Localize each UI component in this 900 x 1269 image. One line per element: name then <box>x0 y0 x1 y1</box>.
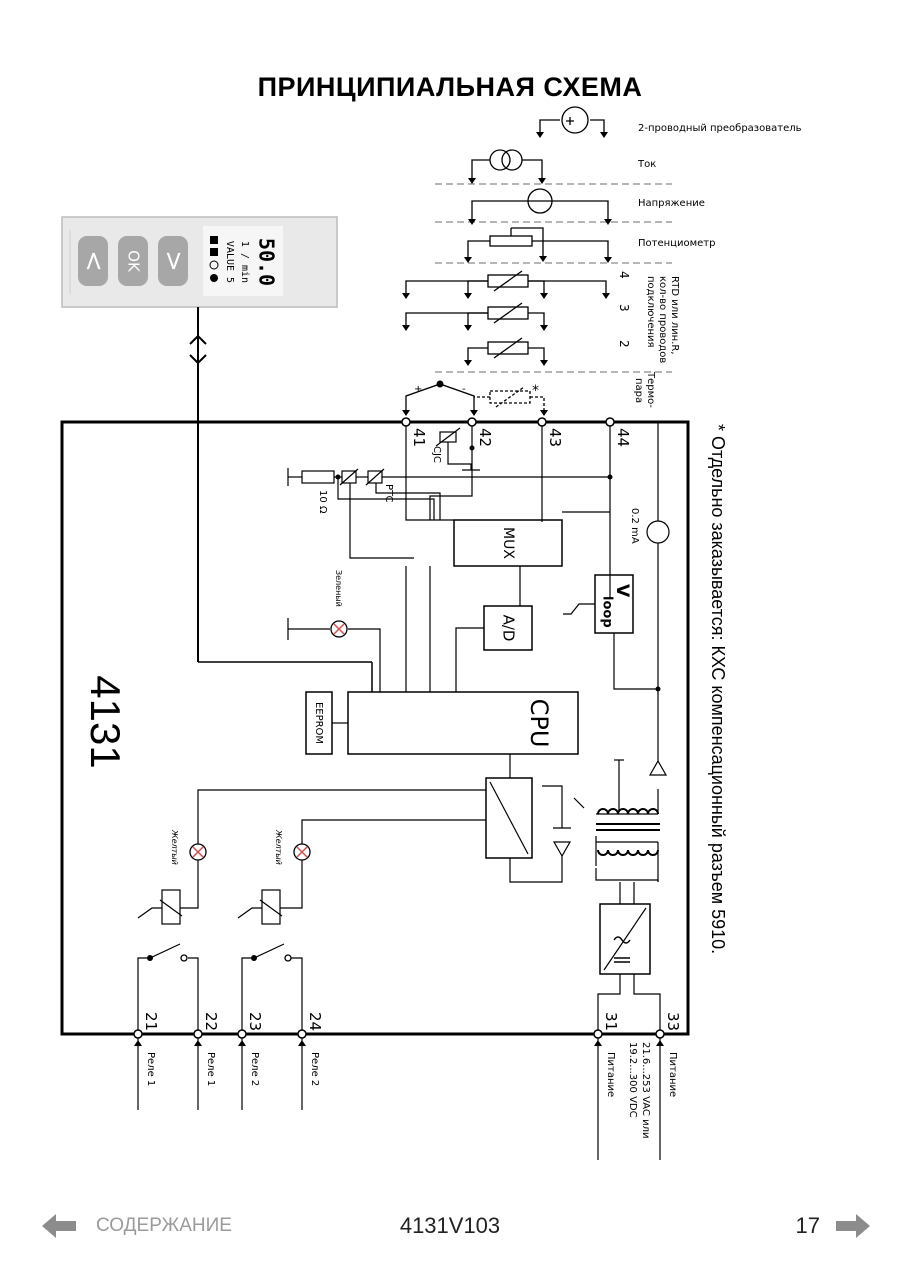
terminal-23: 23 <box>246 1012 264 1031</box>
display-tag: VALUE 5 <box>224 241 235 283</box>
toc-link[interactable]: СОДЕРЖАНИЕ <box>40 1208 232 1244</box>
output-terminals <box>133 1029 665 1039</box>
mux-label: MUX <box>500 527 516 559</box>
relay-1-label-b: Реле 1 <box>205 1052 216 1086</box>
power-label-33: Питание <box>667 1052 678 1097</box>
front-panel: < OK > 50.0 1 / min VALUE 5 <box>61 216 338 308</box>
ac-dc-symbol <box>613 936 631 963</box>
label-potentiometer: Потенциометр <box>638 238 715 249</box>
next-page-button[interactable]: 17 <box>796 1208 872 1244</box>
label-rtd-2w: 2 <box>617 340 631 348</box>
footnote: * Отдельно заказывается: КХС компенсацио… <box>708 424 728 954</box>
left-button-label: < <box>79 250 109 272</box>
label-tc-2: пара <box>633 378 644 403</box>
label-rtd-1: RTD или лин.R, <box>669 276 680 355</box>
vloop-label: V <box>612 584 632 598</box>
terminal-31: 31 <box>602 1012 620 1031</box>
relay-contacts <box>180 954 292 962</box>
terminal-44: 44 <box>614 428 632 447</box>
terminal-41: 41 <box>410 428 428 447</box>
relay-2-label-a: Реле 2 <box>249 1052 260 1086</box>
label-rtd-2: кол-во проводов <box>657 276 668 363</box>
thermocouple-plus: + <box>414 384 422 395</box>
label-rtd-3: подключения <box>645 276 656 348</box>
vloop-sub-label: loop <box>600 596 615 628</box>
label-tc-1: Термо- <box>645 371 656 408</box>
terminal-33: 33 <box>664 1012 682 1031</box>
internal-wiring <box>137 422 670 1160</box>
green-led-label: Зеленый <box>334 570 343 607</box>
model-number: 4131 <box>82 675 129 768</box>
relay-2-label-b: Реле 2 <box>309 1052 320 1086</box>
terminal-21: 21 <box>142 1012 160 1031</box>
thermocouple-minus: - <box>462 384 466 395</box>
terminal-24: 24 <box>306 1012 324 1031</box>
yellow-led-1-label: Желтый <box>170 829 179 865</box>
terminal-22: 22 <box>202 1012 220 1031</box>
thermocouple-star: * <box>532 383 539 399</box>
yellow-led-2-label: Желтый <box>274 829 283 865</box>
cjc-label: CJC <box>431 446 442 463</box>
label-current: Ток <box>637 159 656 170</box>
label-voltage: Напряжение <box>638 198 705 209</box>
page-title: ПРИНЦИПИАЛЬНАЯ СХЕМА <box>257 72 643 102</box>
display-status-icons <box>209 236 219 282</box>
toc-label: СОДЕРЖАНИЕ <box>96 1215 232 1236</box>
display-unit: 1 / min <box>239 241 250 283</box>
input-arrowheads <box>402 132 612 416</box>
terminal-42: 42 <box>476 428 494 447</box>
terminal-43: 43 <box>546 428 564 447</box>
label-rtd-4: 4 <box>617 271 631 279</box>
label-two-wire: 2-проводный преобразователь <box>638 123 802 134</box>
ok-button[interactable] <box>118 236 148 286</box>
arrow-left-icon <box>42 1214 76 1238</box>
device-enclosure <box>60 420 690 1036</box>
label-rtd-3w: 3 <box>617 304 631 312</box>
current-source-label: 0.2 mA <box>629 508 640 544</box>
input-options <box>405 106 672 411</box>
display-value: 50.0 <box>255 238 279 286</box>
ptc-label: PTC <box>383 484 394 503</box>
left-button[interactable] <box>78 236 108 286</box>
ok-button-label: OK <box>125 250 143 273</box>
eeprom-label: EEPROM <box>313 702 324 744</box>
transformer <box>596 808 660 856</box>
relay-1-label-a: Реле 1 <box>145 1052 156 1086</box>
ad-label: A/D <box>500 615 518 642</box>
cpu-label: CPU <box>525 699 553 748</box>
page-number: 17 <box>795 1213 820 1238</box>
right-button-label: > <box>159 250 189 272</box>
power-label-31: Питание <box>605 1052 616 1097</box>
power-spec-1: 21.6...253 VAC или <box>640 1042 651 1138</box>
right-button[interactable] <box>158 236 188 286</box>
led-indicators <box>189 620 348 861</box>
internal-dots <box>147 445 661 961</box>
power-spec-2: 19.2...300 VDC <box>627 1042 638 1118</box>
arrow-right-icon <box>836 1214 870 1238</box>
res-10-label: 10 Ω <box>317 490 328 514</box>
output-arrowheads <box>134 1040 664 1046</box>
